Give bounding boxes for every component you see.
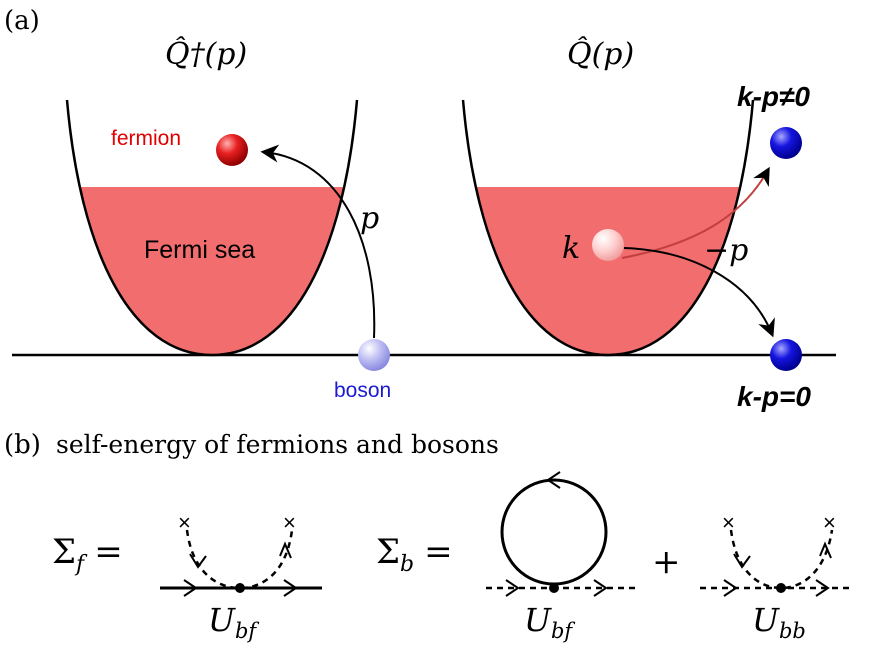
momentum-k-label: k — [562, 231, 580, 266]
sigma-b-dashed-arrow-2a — [723, 579, 738, 597]
momentum-p-label: p — [360, 201, 379, 236]
k-minus-p-nonzero-label: k-p≠0 — [737, 81, 810, 112]
sigma-b-dashed-arrow-2d — [819, 541, 832, 559]
sigma-b-loop-arrow — [546, 471, 561, 489]
boson-ball-zero — [770, 339, 802, 371]
sigma-f-label: Σf= — [52, 532, 123, 577]
sigma-b-dashed-boson — [729, 529, 834, 590]
plus-sign: + — [652, 542, 681, 582]
vertex-ubf-1: Ubf — [208, 601, 259, 643]
arrow-boson-to-fermion — [260, 144, 376, 339]
sigma-b-dashed-arrow-2c — [733, 553, 751, 569]
panel-b-title: self-energy of fermions and bosons — [56, 430, 499, 459]
sigma-f-cross-left: × — [178, 510, 191, 535]
sigma-f-dashed-arrow-right — [279, 541, 292, 559]
boson-label: boson — [334, 379, 391, 402]
sigma-b-dashed-arrow-2b — [815, 579, 830, 597]
fermi-sea-label: Fermi sea — [144, 236, 255, 264]
sigma-b-cross-left: × — [722, 510, 735, 535]
vertex-ubf-2: Ubf — [524, 601, 575, 643]
sigma-f-cross-right: × — [283, 510, 296, 535]
sigma-b-cross-right: × — [823, 510, 836, 535]
arrow-k-to-zero — [623, 247, 775, 338]
sigma-f-dashed-arrow-left — [189, 553, 207, 569]
fermion-label: fermion — [111, 127, 181, 150]
left-fermi-sea — [67, 187, 357, 355]
sigma-b-label: Σb= — [376, 532, 453, 577]
momentum-minus-p-label: −p — [704, 233, 748, 268]
boson-ball-nonzero — [770, 127, 802, 159]
k-ball — [592, 229, 624, 261]
left-parabola — [65, 99, 359, 357]
sigma-f-vertex — [235, 583, 245, 593]
sigma-b-vertex-1 — [549, 583, 559, 593]
right-parabola — [461, 99, 755, 357]
panel-b-label: (b) — [4, 430, 41, 460]
sigma-b-dashed-arrow-1b — [593, 579, 608, 597]
k-minus-p-zero-label: k-p=0 — [737, 381, 811, 412]
vertex-ubb: Ubb — [752, 601, 806, 643]
fermion-ball — [216, 134, 248, 166]
boson-ball — [358, 339, 390, 371]
sigma-f-arrow-left — [183, 579, 198, 597]
panel-a-label: (a) — [4, 6, 40, 36]
sigma-b-dashed-arrow-1a — [505, 579, 520, 597]
right-title: Q̂(p) — [567, 37, 634, 72]
sigma-f-arrow-right — [283, 579, 298, 597]
arrow-k-to-nonzero — [621, 166, 770, 259]
sigma-b-loop — [500, 478, 608, 586]
sigma-b-vertex-2 — [776, 583, 786, 593]
left-title: Q̂†(p) — [165, 37, 247, 72]
